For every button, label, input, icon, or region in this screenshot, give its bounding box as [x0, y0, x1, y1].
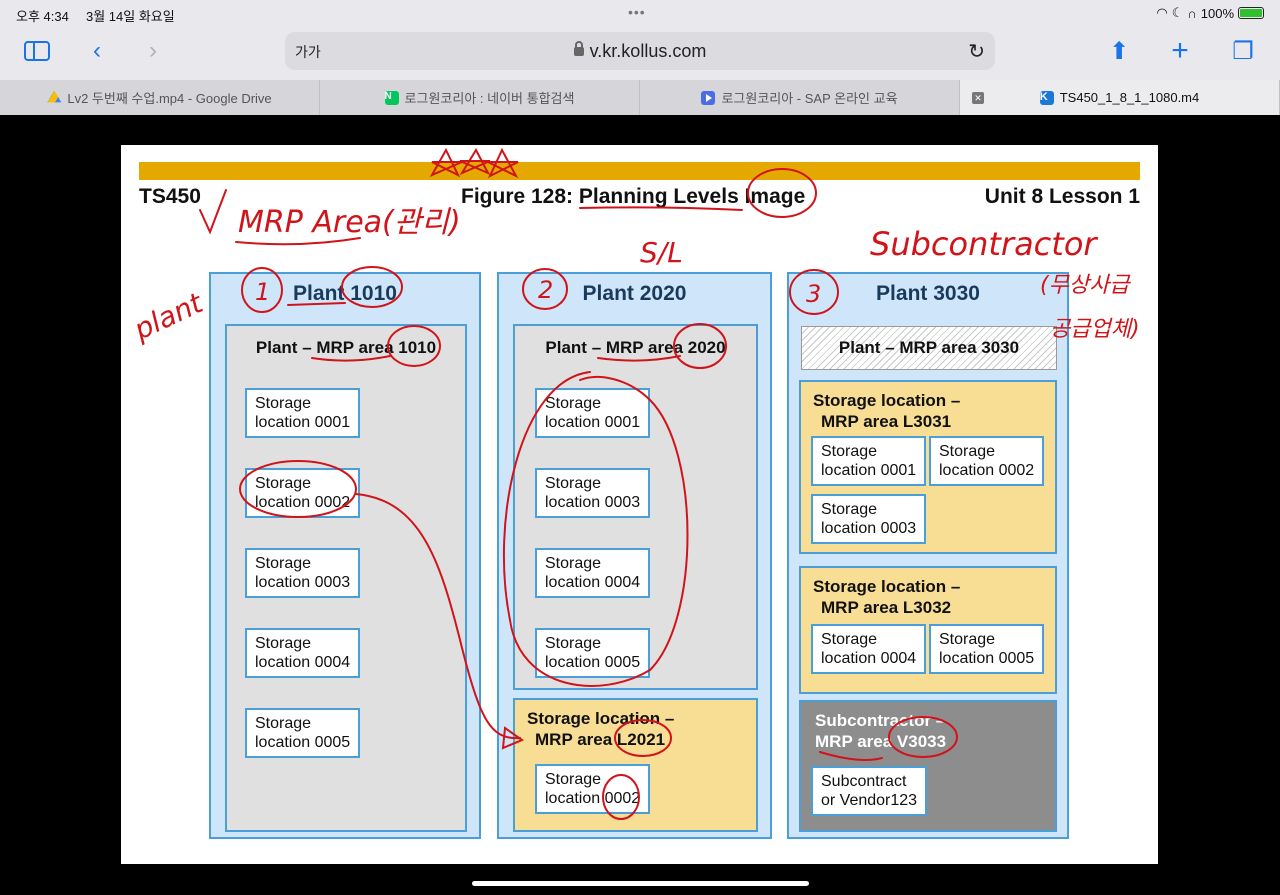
plant-title: Plant 3030	[876, 282, 980, 305]
mrp-area-title: Subcontractor –MRP area V3033	[815, 711, 947, 751]
status-time: 오후 4:34	[16, 9, 69, 24]
mrp-area-title: Plant – MRP area 2020	[545, 338, 726, 357]
play-icon	[701, 90, 716, 105]
mrp-area-3030-hatched: Plant – MRP area 3030	[801, 326, 1057, 370]
tab-label: 로그원코리아 : 네이버 통합검색	[404, 91, 575, 106]
sidebar-toggle-button[interactable]	[20, 36, 54, 66]
tab-naver[interactable]: N 로그원코리아 : 네이버 통합검색	[320, 80, 640, 115]
plant-1010-box: Plant 1010 Plant – MRP area 1010 Storage…	[209, 272, 481, 839]
chevron-right-icon: ›	[149, 37, 157, 64]
plant-3030-box: Plant 3030 Plant – MRP area 3030 Storage…	[787, 272, 1069, 839]
plant-title: Plant 2020	[582, 282, 687, 305]
mrp-area-l2021-box: Storage location –MRP area L2021 Storage…	[513, 698, 758, 832]
tab-logone[interactable]: 로그원코리아 - SAP 온라인 교육	[640, 80, 960, 115]
mrp-area-l3031-box: Storage location –MRP area L3031 Storage…	[799, 380, 1057, 554]
forward-button[interactable]: ›	[136, 36, 170, 66]
unit-lesson: Unit 8 Lesson 1	[984, 185, 1140, 208]
wifi-icon: ◠	[1156, 5, 1168, 20]
tab-label: 로그원코리아 - SAP 온라인 교육	[721, 91, 898, 106]
slide-header-bar	[139, 162, 1140, 180]
status-right: ◠ ☾ ∩ 100%	[1156, 5, 1264, 21]
figure-title: Figure 128: Planning Levels Image	[461, 185, 806, 208]
share-button[interactable]: ⬆	[1102, 36, 1136, 66]
browser-toolbar: ‹ › 가가 v.kr.kollus.com ↻ ⬆ + ❐	[0, 26, 1280, 80]
url-text: v.kr.kollus.com	[589, 41, 707, 61]
tab-overview-button[interactable]: ❐	[1226, 36, 1260, 66]
battery-icon	[1238, 7, 1264, 19]
tabs-icon: ❐	[1232, 37, 1254, 65]
new-tab-button[interactable]: +	[1163, 34, 1197, 67]
status-bar: 오후 4:34 3월 14일 화요일 ••• ◠ ☾ ∩ 100%	[0, 0, 1280, 26]
lecture-slide: TS450 Figure 128: Planning Levels Image …	[121, 145, 1158, 864]
headphones-icon: ∩	[1187, 5, 1197, 21]
google-drive-icon	[47, 90, 62, 103]
back-button[interactable]: ‹	[80, 36, 114, 66]
reload-icon[interactable]: ↻	[968, 41, 985, 63]
mrp-area-title: Plant – MRP area 1010	[255, 338, 437, 357]
text-size-button[interactable]: 가가	[295, 44, 321, 60]
tab-label: Lv2 두번째 수업.mp4 - Google Drive	[67, 91, 272, 106]
multitasking-dots-icon[interactable]: •••	[628, 4, 646, 20]
course-code: TS450	[139, 185, 201, 208]
subcontractor-mrp-area-box: Subcontractor –MRP area V3033 Subcontrac…	[799, 700, 1057, 832]
battery-percent: 100%	[1200, 5, 1234, 21]
kollus-icon: K	[1039, 90, 1054, 105]
chevron-left-icon: ‹	[93, 37, 101, 64]
plant-2020-box: Plant 2020 Plant – MRP area 2020 Storage…	[497, 272, 772, 839]
mrp-area-title: Storage location –MRP area L3032	[813, 577, 961, 617]
tab-label: TS450_1_8_1_1080.m4	[1059, 90, 1200, 105]
share-icon: ⬆	[1108, 37, 1130, 65]
status-date: 3월 14일 화요일	[86, 9, 175, 24]
mrp-area-l3032-box: Storage location –MRP area L3032 Storage…	[799, 566, 1057, 694]
tab-video[interactable]: ✕ K TS450_1_8_1_1080.m4	[960, 80, 1280, 115]
url-display[interactable]: v.kr.kollus.com	[285, 41, 995, 62]
close-tab-icon[interactable]: ✕	[972, 92, 984, 104]
moon-icon: ☾	[1171, 5, 1184, 20]
lock-icon	[573, 41, 584, 56]
tab-google-drive[interactable]: Lv2 두번째 수업.mp4 - Google Drive	[0, 80, 320, 115]
naver-icon: N	[384, 90, 399, 105]
sidebar-icon	[24, 41, 50, 61]
mrp-area-title: Storage location –MRP area L2021	[527, 709, 675, 749]
home-indicator[interactable]	[472, 881, 809, 886]
plant-title: Plant 1010	[293, 282, 397, 305]
mrp-area-title: Storage location –MRP area L3031	[813, 391, 961, 431]
plus-icon: +	[1171, 34, 1189, 67]
tab-bar: Lv2 두번째 수업.mp4 - Google Drive N 로그원코리아 :…	[0, 80, 1280, 115]
address-bar[interactable]: 가가 v.kr.kollus.com ↻	[285, 32, 995, 70]
